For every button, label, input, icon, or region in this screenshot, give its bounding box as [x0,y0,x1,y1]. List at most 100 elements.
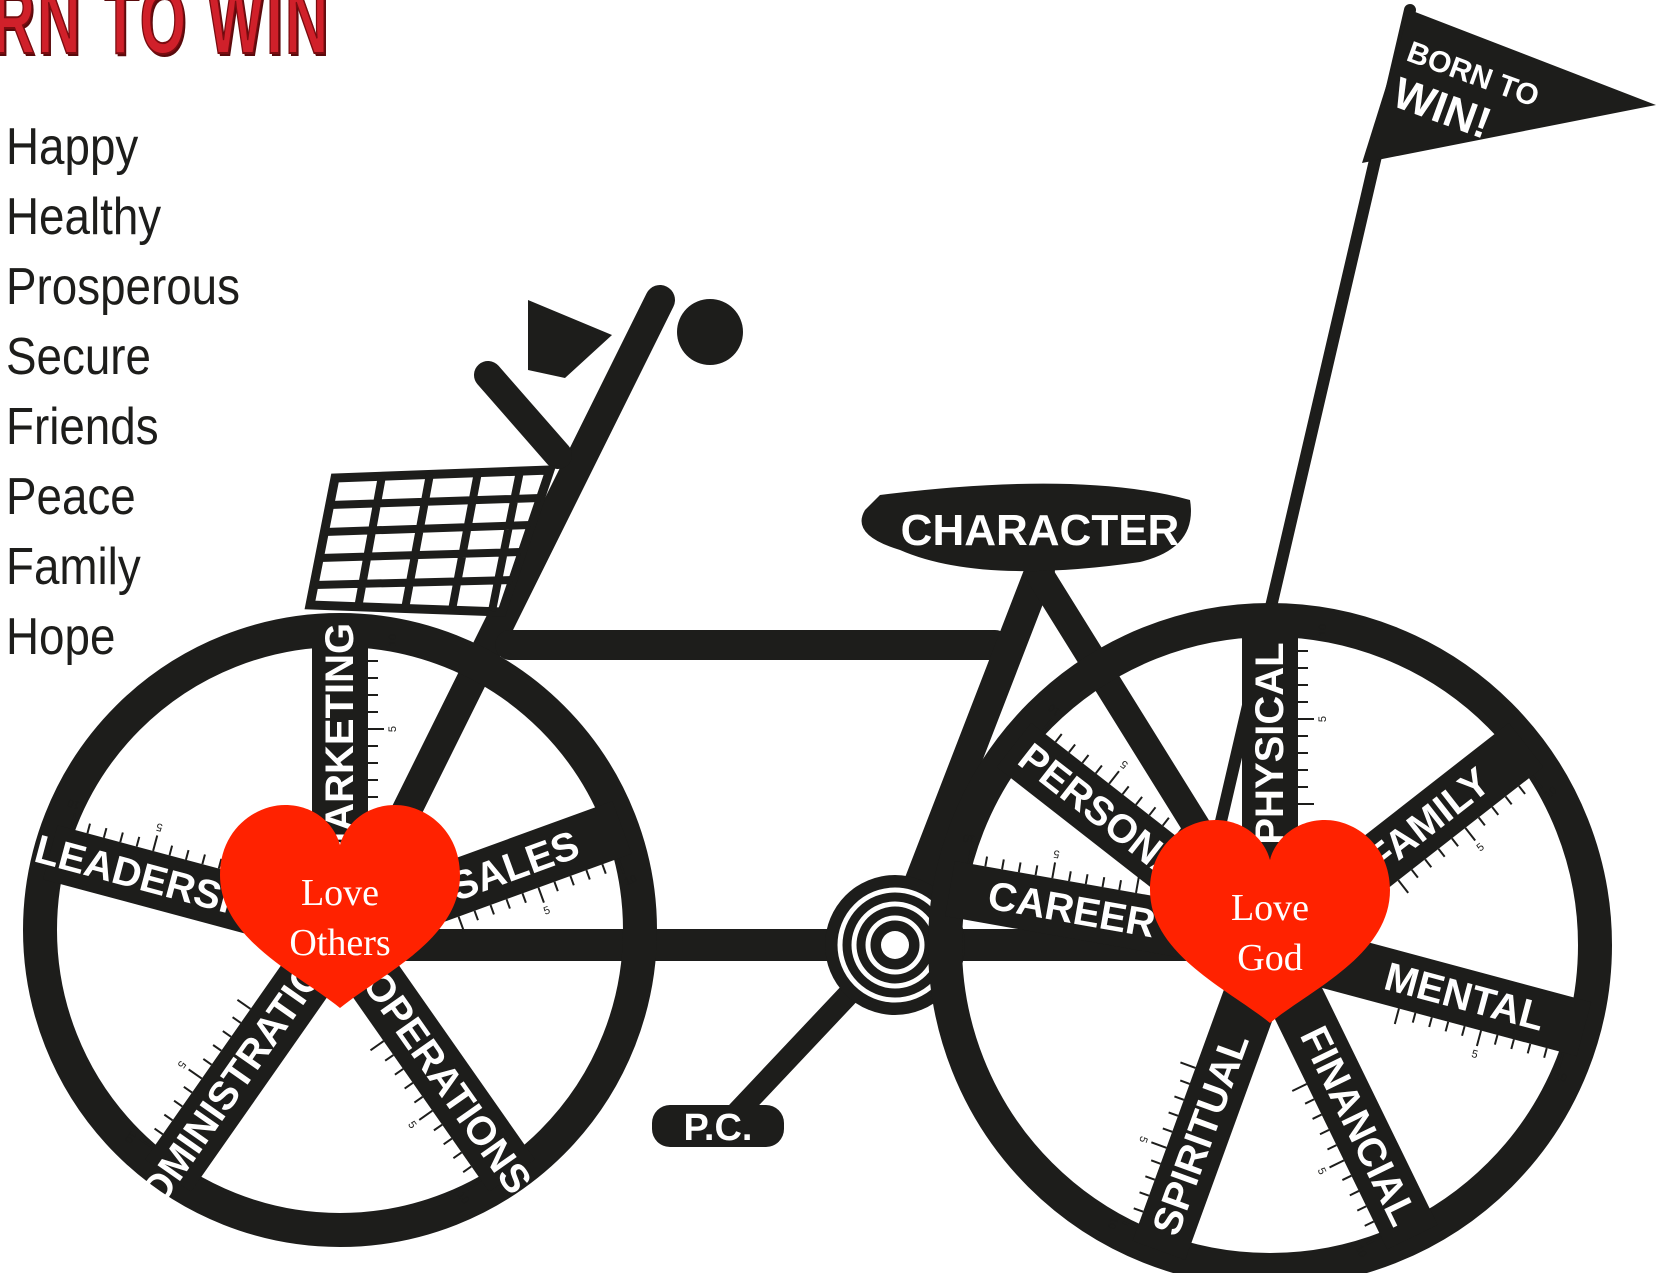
scale-tick [102,827,108,838]
handlebar-stem [474,361,572,469]
scale-tick [467,1179,482,1191]
scale-tick [1101,877,1106,888]
tick-number: 5 [1053,847,1061,860]
scale-tick [70,813,77,830]
spoke-label-front-1: SALES [445,823,585,910]
tick-number: 10 [962,831,976,845]
scale-tick [1543,1047,1548,1059]
scale-tick [201,854,206,865]
tick-number: 5 [1118,757,1130,770]
scale-tick [1393,1008,1400,1025]
scale-tick [1174,1095,1185,1101]
heart-line-2: God [1237,937,1302,979]
scale-tick [617,858,625,874]
scale-tick [1464,827,1476,842]
tick-number: 10 [1553,1070,1568,1085]
heart-love-god: Love God [1150,820,1390,1023]
scale-tick [183,1085,193,1094]
scale-tick [1135,877,1140,894]
scale-tick [1493,1034,1499,1045]
scale-tick [1094,764,1103,774]
scale-tick [135,836,141,847]
scale-tick [1162,1127,1173,1133]
spoke-bar [1244,932,1438,1250]
scale-tick [433,1123,443,1132]
tick-number: 5 [1470,1048,1479,1061]
scale-tick [1558,1052,1565,1069]
scale-tick [384,1054,394,1062]
scale-tick [1179,1079,1190,1085]
benefit-item: Hope [6,608,116,666]
scale-tick [1081,754,1090,764]
scale-tick [1366,1235,1382,1245]
scale-tick [1491,806,1500,816]
seat [861,483,1191,572]
scale-tick [1148,806,1157,816]
scale-tick [1531,774,1543,789]
scale-tick [1161,817,1170,827]
benefit-item: Secure [6,328,151,386]
tick-number: 5 [1136,1134,1149,1144]
benefit-item: Prosperous [6,258,241,316]
scale-tick [521,893,527,904]
scale-tick [462,1165,472,1173]
scale-tick [1364,1220,1375,1227]
pedal-label: P.C. [683,1107,752,1149]
benefit-item: Friends [6,398,159,456]
scale-tick [967,847,973,864]
scale-tick [1526,1043,1532,1054]
tick-number: 10 [454,1189,471,1206]
tick-number: 10 [387,634,399,646]
seat-label: CHARACTER [901,506,1180,555]
scale-tick [1428,1017,1433,1028]
scale-tick [1411,1012,1417,1023]
scale-tick [452,1151,463,1160]
scale-tick [217,858,223,869]
scale-tick [173,1099,183,1108]
spoke-bar [1132,935,1297,1260]
scale-tick [1451,837,1459,847]
scale-tick [1051,862,1057,879]
scale-tick [1168,1111,1179,1117]
scale-tick [1145,1175,1156,1181]
bike-frame [324,285,1286,1131]
heart-line-2: Others [289,922,390,964]
scale-tick [457,916,465,933]
tick-number: 10 [1105,1215,1120,1231]
scale-tick [1504,795,1513,806]
scale-tick [1017,862,1022,873]
scale-tick [1477,816,1486,826]
scale-tick [1319,1128,1330,1136]
scale-tick [1437,848,1446,858]
tick-number: 10 [1542,784,1559,801]
scale-tick [1001,859,1005,870]
tick-number: 10 [66,796,81,811]
scale-tick [473,910,479,921]
scale-tick [1444,1021,1450,1032]
tick-number: 5 [1315,1166,1328,1177]
scale-tick [1341,1174,1352,1181]
scale-tick [202,1058,213,1066]
scale-tick [1151,1141,1167,1149]
scale-tick [601,863,607,875]
scale-tick [188,1068,203,1080]
scale-tick [222,1030,232,1038]
spoke-label-rear-3: FINANCIAL [1291,1020,1425,1233]
scale-tick [984,856,989,867]
tick-number: 10 [623,873,639,888]
scale-tick [553,881,559,892]
tick-number: 5 [387,726,399,732]
scale-tick [1068,871,1072,882]
scale-tick [1397,879,1409,894]
tick-number: 5 [155,820,164,833]
scale-tick [443,1137,453,1146]
scale-tick [404,1082,414,1090]
scale-tick [505,898,511,909]
scale-tick [1327,1144,1337,1151]
horn-icon [528,300,612,378]
tick-number: 5 [542,904,552,917]
scale-tick [1121,785,1130,795]
benefit-list: Happy Healthy Prosperous Secure Friends … [6,112,272,672]
scale-tick [1034,865,1039,876]
